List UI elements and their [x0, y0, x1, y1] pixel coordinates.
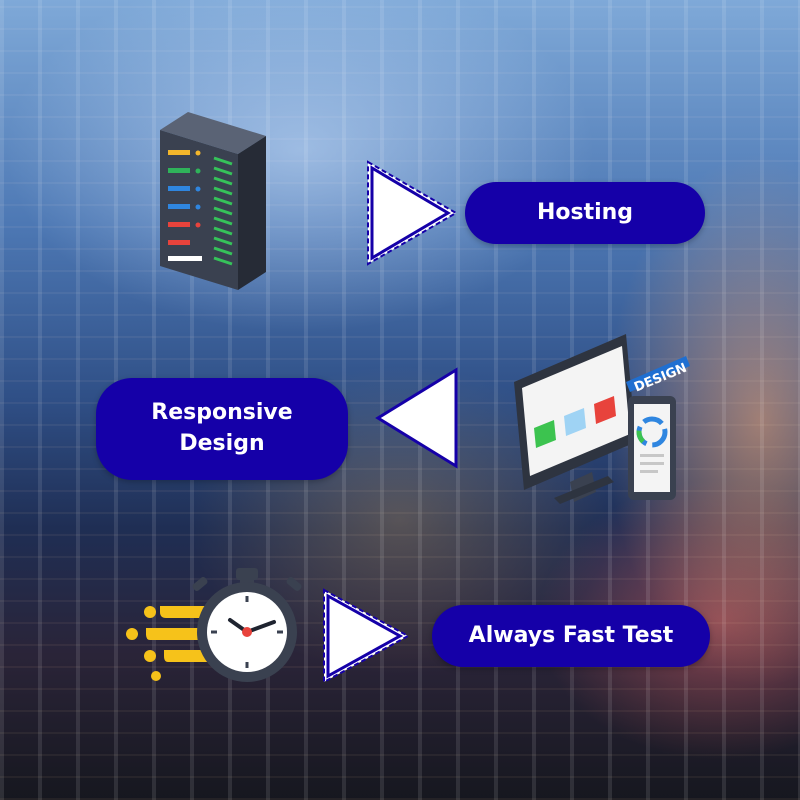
responsive-design-label: Responsive Design [151, 400, 293, 456]
arrow-right-icon [323, 588, 411, 684]
arrow-right-icon [367, 160, 458, 266]
responsive-design-icon: DESIGN [514, 334, 690, 504]
always-fast-test-pill: Always Fast Test [432, 605, 710, 667]
hosting-pill: Hosting [465, 182, 705, 244]
responsive-design-pill: Responsive Design [96, 378, 348, 480]
arrow-left-icon [375, 367, 458, 469]
design-badge-text: DESIGN [632, 361, 689, 396]
always-fast-test-label: Always Fast Test [468, 622, 674, 648]
stopwatch-icon [126, 568, 302, 682]
hosting-label: Hosting [536, 199, 634, 225]
server-rack-icon [160, 112, 266, 290]
